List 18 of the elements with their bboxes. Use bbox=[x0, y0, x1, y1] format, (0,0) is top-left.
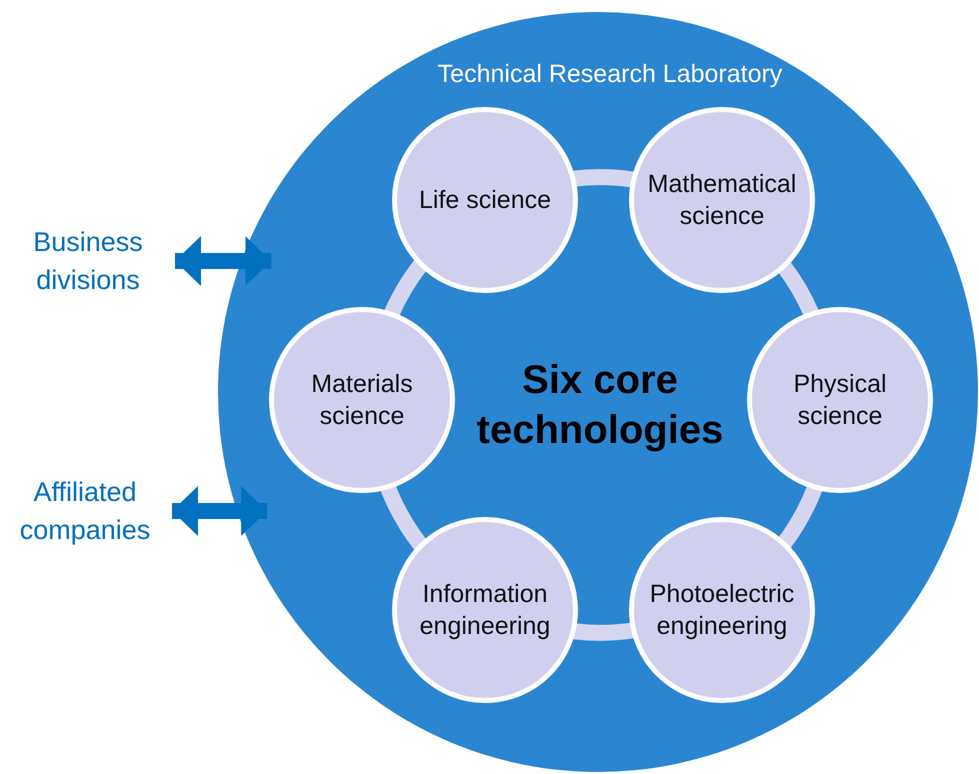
side-label: Business divisions bbox=[3, 222, 173, 300]
double-arrow bbox=[172, 486, 268, 536]
laboratory-title: Technical Research Laboratory bbox=[438, 60, 782, 89]
double-arrow bbox=[175, 236, 272, 286]
ring-band bbox=[778, 262, 819, 317]
side-label: Affiliated companies bbox=[0, 472, 170, 550]
ring-band bbox=[572, 169, 634, 188]
technology-label: Photoelectric engineering bbox=[648, 579, 796, 642]
center-heading: Six core technologies bbox=[440, 350, 760, 460]
ring-band bbox=[572, 622, 634, 641]
technology-label: Mathematical science bbox=[646, 169, 798, 232]
technology-label: Information engineering bbox=[418, 579, 552, 642]
ring-band bbox=[380, 484, 428, 550]
ring-band bbox=[384, 260, 428, 318]
technology-label: Materials science bbox=[310, 369, 414, 432]
ring-band bbox=[778, 484, 822, 548]
technology-label: Physical science bbox=[792, 369, 888, 432]
technology-label: Life science bbox=[418, 185, 552, 216]
